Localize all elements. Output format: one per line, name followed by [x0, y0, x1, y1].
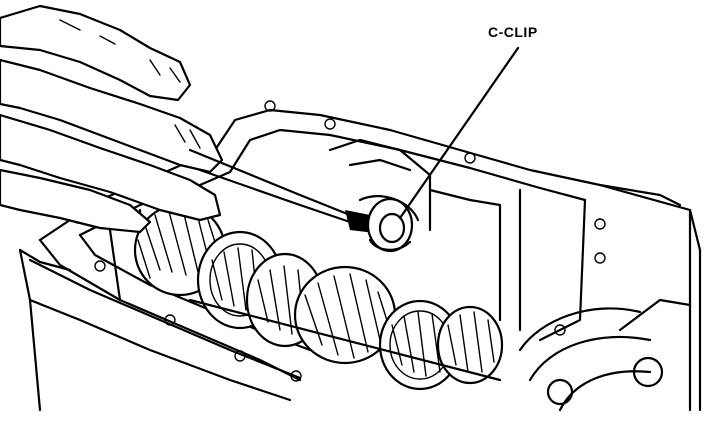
- c-clip: [358, 195, 420, 253]
- c-clip-callout-label: C-CLIP: [488, 24, 538, 40]
- case-body: [18, 183, 702, 412]
- bearing-retainer: [518, 298, 692, 412]
- case-interior: [108, 138, 502, 322]
- gasket-flange: [28, 100, 682, 382]
- callout-leader-line: [398, 46, 520, 220]
- gear-cluster: [133, 203, 504, 391]
- hand-with-pliers: [0, 4, 400, 236]
